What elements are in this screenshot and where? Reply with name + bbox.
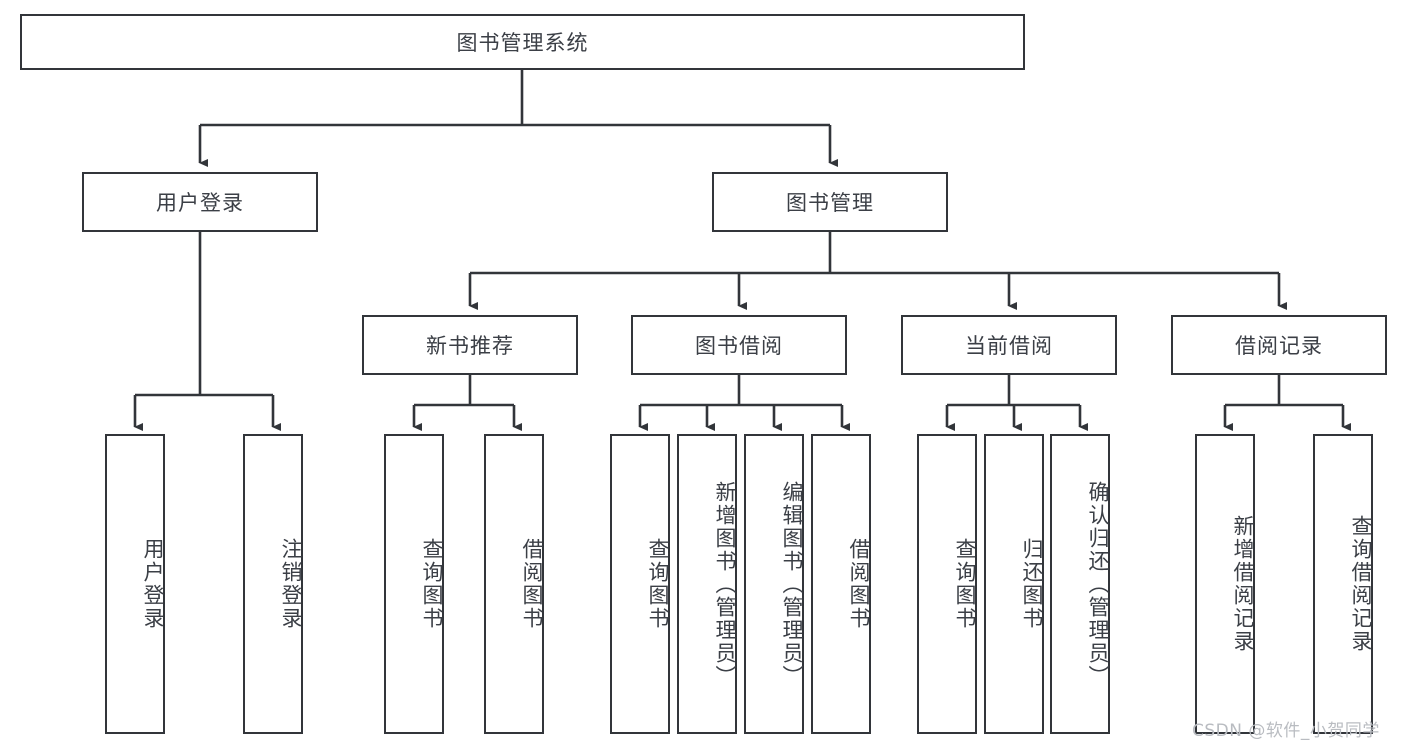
node-label: 图书管理系统 xyxy=(456,31,589,55)
node-root-system[interactable]: 图书管理系统 xyxy=(20,14,1025,70)
node-label: 确认归还（管理员） xyxy=(1086,480,1110,688)
node-borrow-record[interactable]: 借阅记录 xyxy=(1171,315,1387,375)
leaf-recommend-borrow-book[interactable]: 借阅图书 xyxy=(484,434,544,734)
node-label: 新书推荐 xyxy=(426,334,514,358)
node-current-borrow[interactable]: 当前借阅 xyxy=(901,315,1117,375)
node-book-borrow[interactable]: 图书借阅 xyxy=(631,315,847,375)
node-new-book-recommend[interactable]: 新书推荐 xyxy=(362,315,578,375)
node-user-login[interactable]: 用户登录 xyxy=(82,172,318,232)
node-label: 查询借阅记录 xyxy=(1349,515,1373,653)
node-label: 图书借阅 xyxy=(695,334,783,358)
node-label: 借阅图书 xyxy=(520,538,544,630)
node-label: 借阅图书 xyxy=(847,538,871,630)
node-label: 新增图书（管理员） xyxy=(713,480,737,688)
leaf-borrow-query-book[interactable]: 查询图书 xyxy=(610,434,670,734)
leaf-user-login[interactable]: 用户登录 xyxy=(105,434,165,734)
node-label: 图书管理 xyxy=(786,191,874,215)
leaf-current-confirm-return-admin[interactable]: 确认归还（管理员） xyxy=(1050,434,1110,734)
node-label: 归还图书 xyxy=(1020,538,1044,630)
csdn-watermark: CSDN @软件_小贺同学 xyxy=(1192,721,1380,741)
leaf-record-add-borrow-record[interactable]: 新增借阅记录 xyxy=(1195,434,1255,734)
node-label: 用户登录 xyxy=(156,191,244,215)
leaf-borrow-borrow-book[interactable]: 借阅图书 xyxy=(811,434,871,734)
leaf-current-return-book[interactable]: 归还图书 xyxy=(984,434,1044,734)
leaf-record-query-borrow-record[interactable]: 查询借阅记录 xyxy=(1313,434,1373,734)
leaf-recommend-query-book[interactable]: 查询图书 xyxy=(384,434,444,734)
leaf-borrow-add-book-admin[interactable]: 新增图书（管理员） xyxy=(677,434,737,734)
node-label: 用户登录 xyxy=(141,538,165,630)
node-book-management[interactable]: 图书管理 xyxy=(712,172,948,232)
node-label: 查询图书 xyxy=(953,538,977,630)
node-label: 当前借阅 xyxy=(965,334,1053,358)
node-label: 借阅记录 xyxy=(1235,334,1323,358)
leaf-borrow-edit-book-admin[interactable]: 编辑图书（管理员） xyxy=(744,434,804,734)
node-label: 查询图书 xyxy=(646,538,670,630)
node-label: 新增借阅记录 xyxy=(1231,515,1255,653)
leaf-user-logout[interactable]: 注销登录 xyxy=(243,434,303,734)
node-label: 注销登录 xyxy=(279,538,303,630)
node-label: 查询图书 xyxy=(420,538,444,630)
leaf-current-query-book[interactable]: 查询图书 xyxy=(917,434,977,734)
node-label: 编辑图书（管理员） xyxy=(780,480,804,688)
